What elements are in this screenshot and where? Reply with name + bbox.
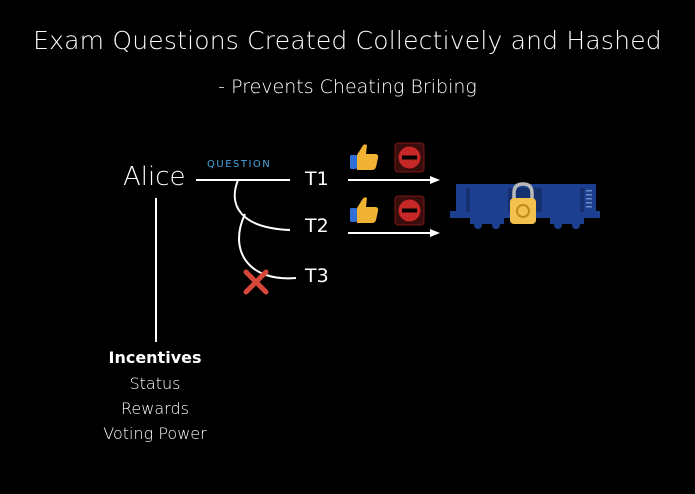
locked-train-car-icon <box>450 182 600 229</box>
incentives-heading: Incentives <box>108 348 202 367</box>
test-label-t1: T1 <box>305 168 329 190</box>
incentive-item-status: Status <box>129 374 181 393</box>
question-edge-label: QUESTION <box>207 159 272 170</box>
branch-t2 <box>233 179 291 231</box>
thumbs-up-icon <box>350 144 379 170</box>
thumbs-up-icon <box>350 197 379 223</box>
slide-subtitle: - Prevents Cheating Bribing <box>0 76 695 98</box>
arrow-t1-head <box>430 176 440 184</box>
incentive-item-voting-power: Voting Power <box>103 424 207 443</box>
slide-title: Exam Questions Created Collectively and … <box>33 26 662 55</box>
test-label-t2: T2 <box>305 215 329 237</box>
arrow-t2-head <box>430 229 440 237</box>
slide-subtitle-text: - Prevents Cheating Bribing <box>218 76 477 98</box>
branch-t3 <box>238 213 297 280</box>
incentive-item-rewards: Rewards <box>121 399 189 418</box>
author-label: Alice <box>123 162 186 192</box>
test-label-t3: T3 <box>305 265 329 287</box>
red-x-icon <box>243 269 269 295</box>
no-entry-icon <box>394 195 425 226</box>
no-entry-icon <box>394 142 425 173</box>
